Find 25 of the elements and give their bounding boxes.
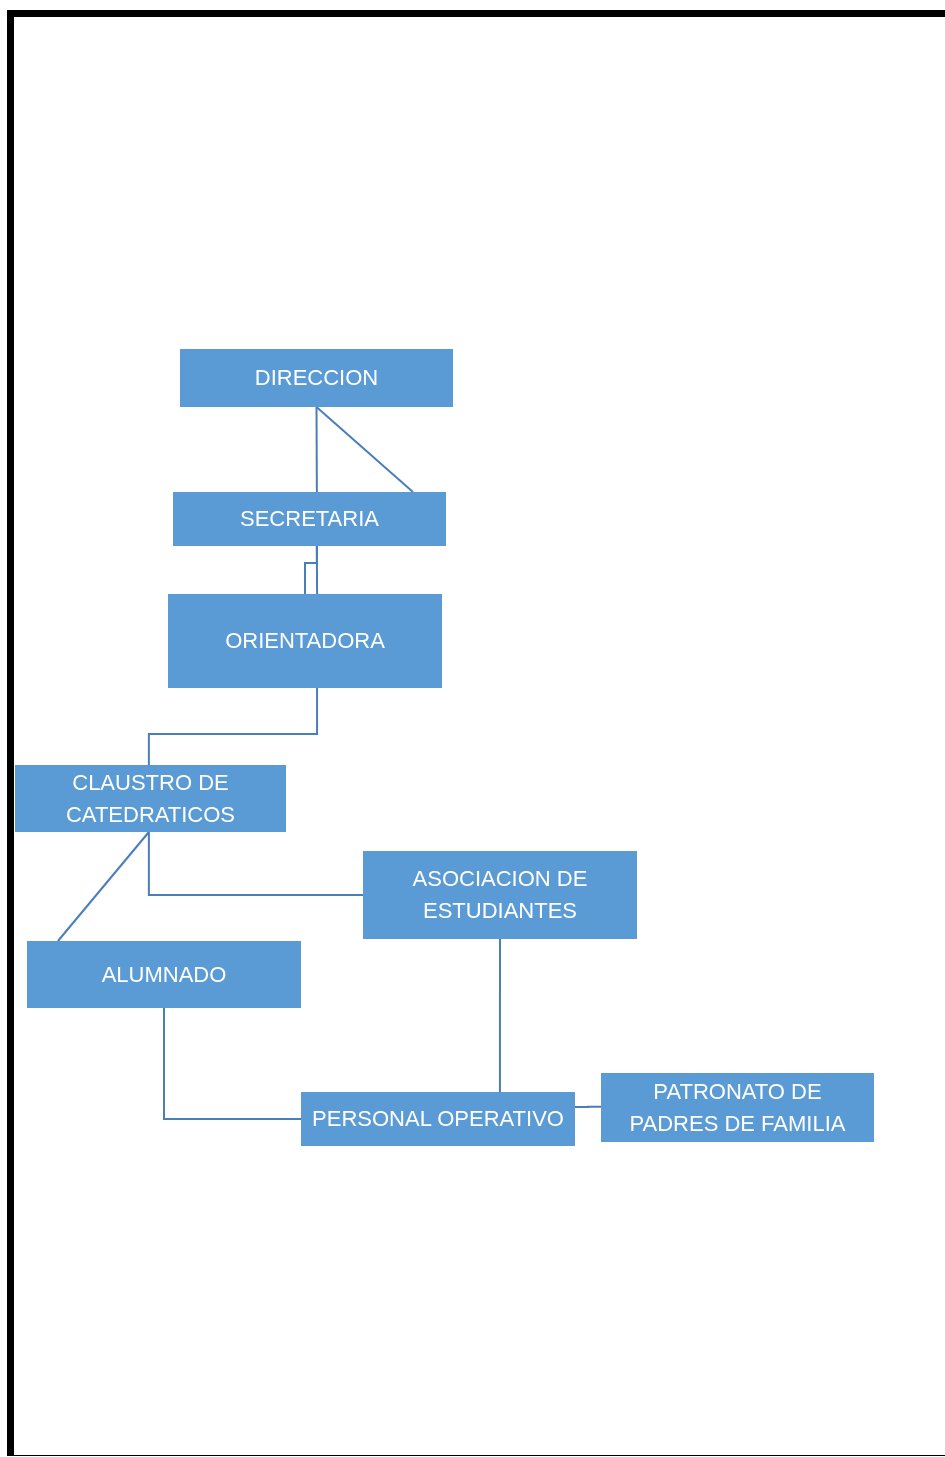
box-label: ORIENTADORA <box>225 627 385 655</box>
box-label: PATRONATO DE PADRES DE FAMILIA <box>628 1077 847 1138</box>
box-label: CLAUSTRO DE CATEDRATICOS <box>64 768 237 829</box>
org-box <box>15 765 286 832</box>
connector-line <box>498 938 501 1093</box>
box-label: ASOCIACION DE ESTUDIANTES <box>411 865 589 925</box>
org-box <box>363 851 637 939</box>
connector-line <box>315 406 414 493</box>
org-box <box>168 594 442 688</box>
org-box <box>173 492 446 546</box>
connector-line <box>304 545 318 595</box>
org-box <box>27 941 301 1008</box>
box-label: DIRECCION <box>254 364 379 392</box>
box-label: PERSONAL OPERATIVO <box>312 1105 564 1133</box>
connector-line <box>147 687 319 766</box>
connector-line <box>163 1007 302 1120</box>
connector-line <box>147 831 364 896</box>
org-box <box>180 349 453 407</box>
connector-line <box>315 406 318 493</box>
org-box <box>601 1073 874 1142</box>
org-box <box>301 1092 575 1146</box>
box-label: SECRETARIA <box>240 505 379 533</box>
connector-line <box>574 1105 602 1109</box>
connector-line <box>56 831 150 942</box>
box-label: ALUMNADO <box>101 960 227 989</box>
